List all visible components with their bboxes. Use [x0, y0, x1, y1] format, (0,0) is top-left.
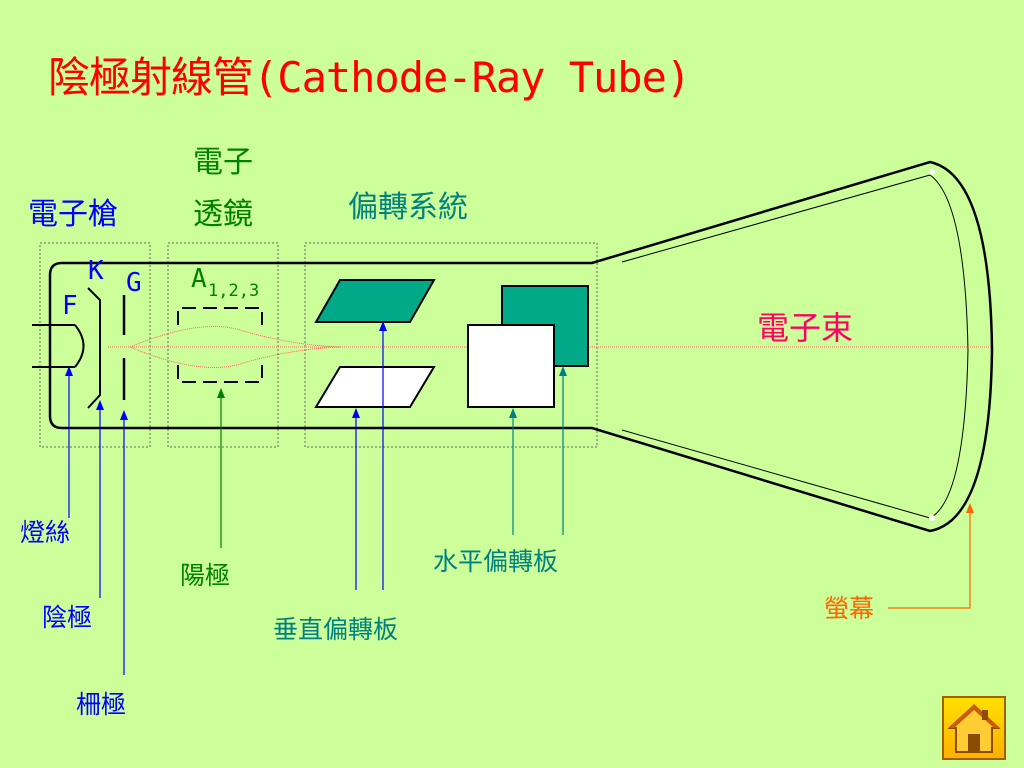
- horizontal-deflection-plate-front: [467, 324, 555, 408]
- home-button[interactable]: [942, 696, 1006, 760]
- electron-lens-box: [167, 242, 279, 448]
- screen-corner-bottom: [929, 515, 935, 521]
- cathode-letter: K: [88, 256, 104, 286]
- anode-letter: A: [191, 264, 207, 294]
- electron-gun-box: [39, 242, 151, 448]
- vertical-deflection-label: 垂直偏轉板: [273, 615, 399, 644]
- cathode-shape: [87, 287, 101, 409]
- filament-shape: [32, 324, 85, 368]
- cathode-label: 陰極: [42, 603, 93, 632]
- electron-lens-heading-line1: 電子: [193, 145, 253, 180]
- vertical-deflection-plate-top: [314, 279, 436, 323]
- screen-label: 螢幕: [824, 594, 875, 623]
- deflection-system-box: [304, 242, 598, 448]
- page-title: 陰極射線管(Cathode-Ray Tube): [48, 53, 691, 102]
- filament-label: 燈絲: [20, 518, 71, 547]
- anode-shape: [177, 307, 263, 383]
- anode-label: 陽極: [180, 561, 231, 590]
- screen-corner-top: [929, 169, 935, 175]
- funnel-inner-bottom: [621, 429, 931, 519]
- horizontal-deflection-label: 水平偏轉板: [433, 547, 559, 576]
- electron-beam-label: 電子束: [757, 309, 854, 347]
- screen-inner-curve: [929, 174, 969, 519]
- grid-letter: G: [126, 268, 142, 298]
- filament-letter: F: [62, 291, 78, 321]
- funnel-inner-top: [621, 174, 931, 263]
- screen-pointer: [888, 506, 971, 609]
- anode-subscript: 1,2,3: [208, 281, 260, 301]
- vertical-deflection-plate-bottom: [314, 366, 436, 408]
- beam-focus-outline: [129, 326, 341, 368]
- deflection-system-heading: 偏轉系統: [348, 190, 468, 225]
- electron-lens-heading-line2: 透鏡: [193, 197, 253, 232]
- tube-outline: [48, 160, 994, 533]
- grid-label: 柵極: [76, 690, 127, 719]
- electron-gun-heading: 電子槍: [28, 197, 118, 232]
- home-icon: [947, 704, 1001, 753]
